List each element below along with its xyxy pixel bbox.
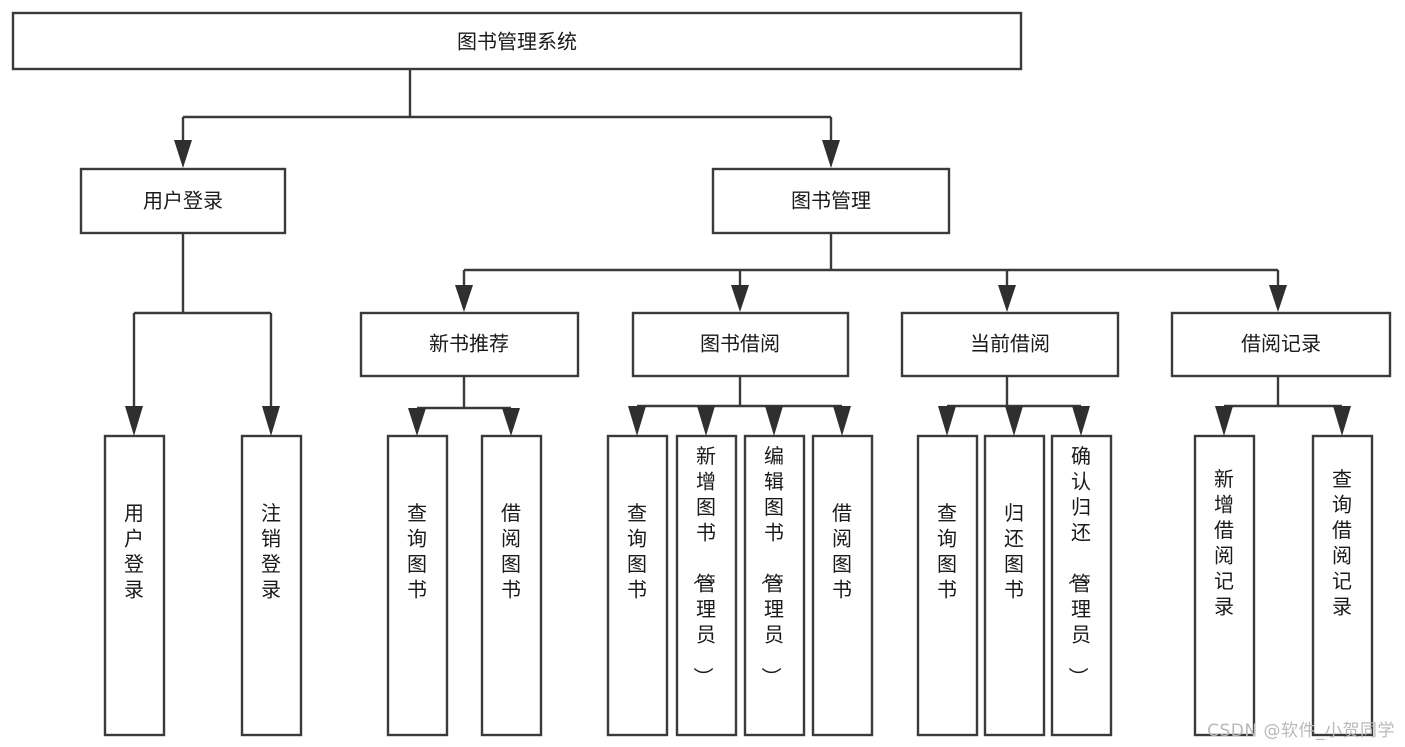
- node-leaf-return-book[interactable]: 归还图书: [983, 434, 1046, 737]
- node-leaf-query-book-2-box[interactable]: [606, 434, 669, 737]
- node-root[interactable]: 图书管理系统: [11, 11, 1023, 71]
- node-leaf-user-login-label: 用户登录: [124, 501, 144, 602]
- node-leaf-add-book[interactable]: 新增图书（管理员）: [675, 434, 738, 737]
- node-leaf-borrow-book-1-label: 借阅图书: [501, 501, 521, 602]
- node-leaf-confirm-return[interactable]: 确认归还（管理员）: [1050, 434, 1113, 737]
- node-book-manage-label: 图书管理: [791, 189, 871, 213]
- node-book-borrow-label: 图书借阅: [700, 332, 780, 356]
- node-user-login[interactable]: 用户登录: [79, 167, 287, 235]
- node-leaf-add-book-label: 新增图书（管理员）: [691, 444, 716, 687]
- node-leaf-add-record-box[interactable]: [1193, 434, 1256, 737]
- node-borrow-record-box[interactable]: [1170, 311, 1392, 378]
- node-leaf-user-login-box[interactable]: [103, 434, 166, 737]
- node-book-manage-box[interactable]: [711, 167, 951, 235]
- arrow-to-leaf-logout: [262, 406, 280, 436]
- node-leaf-edit-book[interactable]: 编辑图书（管理员）: [743, 434, 806, 737]
- node-leaf-edit-book-box[interactable]: [743, 434, 806, 737]
- node-leaf-query-book-1-box[interactable]: [386, 434, 449, 737]
- node-borrow-record[interactable]: 借阅记录: [1170, 311, 1392, 378]
- arrow-to-leaf-add-record: [1215, 406, 1233, 436]
- arrow-to-leaf-user-login: [125, 406, 143, 436]
- connector-layer: [125, 69, 1351, 436]
- node-new-book-rec-box[interactable]: [359, 311, 580, 378]
- arrow-to-book-borrow: [731, 285, 749, 312]
- node-leaf-borrow-book-1[interactable]: 借阅图书: [480, 434, 543, 737]
- arrow-to-leaf-return-book: [1005, 406, 1023, 436]
- node-leaf-query-record[interactable]: 查询借阅记录: [1311, 434, 1374, 737]
- node-leaf-borrow-book-2-label: 借阅图书: [832, 501, 852, 602]
- arrow-to-leaf-confirm-return: [1072, 406, 1090, 436]
- arrow-to-leaf-borrow-book-2: [833, 406, 851, 436]
- node-leaf-logout-label: 注销登录: [261, 501, 281, 602]
- node-leaf-query-book-2[interactable]: 查询图书: [606, 434, 669, 737]
- node-leaf-return-book-box[interactable]: [983, 434, 1046, 737]
- node-leaf-logout[interactable]: 注销登录: [240, 434, 303, 737]
- node-leaf-query-book-1-label: 查询图书: [407, 501, 427, 602]
- node-borrow-record-label: 借阅记录: [1241, 332, 1321, 356]
- node-book-borrow-box[interactable]: [631, 311, 850, 378]
- arrow-to-leaf-edit-book: [765, 406, 783, 436]
- node-leaf-borrow-book-2-box[interactable]: [811, 434, 874, 737]
- node-root-label: 图书管理系统: [457, 30, 577, 54]
- node-leaf-confirm-return-box[interactable]: [1050, 434, 1113, 737]
- arrow-to-leaf-borrow-book-1: [502, 408, 520, 436]
- node-leaf-return-book-label: 归还图书: [1004, 501, 1024, 602]
- node-user-login-label: 用户登录: [143, 189, 223, 213]
- node-leaf-add-book-box[interactable]: [675, 434, 738, 737]
- node-leaf-query-book-3-label: 查询图书: [937, 501, 957, 602]
- node-current-borrow-box[interactable]: [900, 311, 1120, 378]
- node-leaf-borrow-book-2[interactable]: 借阅图书: [811, 434, 874, 737]
- arrow-to-leaf-query-record: [1333, 406, 1351, 436]
- node-leaf-confirm-return-label: 确认归还（管理员）: [1066, 444, 1091, 687]
- arrow-to-leaf-add-book: [697, 406, 715, 436]
- node-leaf-query-book-3-box[interactable]: [916, 434, 979, 737]
- node-root-box[interactable]: [11, 11, 1023, 71]
- arrow-root-to-user-login: [174, 140, 192, 168]
- arrow-to-leaf-query-book-1: [408, 408, 426, 436]
- node-leaf-add-record-label: 新增借阅记录: [1214, 467, 1234, 619]
- arrow-to-leaf-query-book-2: [628, 406, 646, 436]
- arrow-to-leaf-query-book-3: [938, 406, 956, 436]
- node-current-borrow-label: 当前借阅: [970, 332, 1050, 356]
- node-leaf-query-book-2-label: 查询图书: [627, 501, 647, 602]
- arrow-to-new-book-rec: [455, 285, 473, 312]
- arrow-to-borrow-record: [1269, 285, 1287, 312]
- node-leaf-borrow-book-1-box[interactable]: [480, 434, 543, 737]
- node-leaf-query-book-1[interactable]: 查询图书: [386, 434, 449, 737]
- node-leaf-query-book-3[interactable]: 查询图书: [916, 434, 979, 737]
- node-leaf-query-record-label: 查询借阅记录: [1332, 467, 1352, 619]
- node-leaf-logout-box[interactable]: [240, 434, 303, 737]
- node-book-borrow[interactable]: 图书借阅: [631, 311, 850, 378]
- node-current-borrow[interactable]: 当前借阅: [900, 311, 1120, 378]
- node-leaf-edit-book-label: 编辑图书（管理员）: [759, 444, 784, 687]
- node-book-manage[interactable]: 图书管理: [711, 167, 951, 235]
- arrow-root-to-book-manage: [822, 140, 840, 168]
- arrow-to-current-borrow: [998, 285, 1016, 312]
- node-leaf-user-login[interactable]: 用户登录: [103, 434, 166, 737]
- node-leaf-query-record-box[interactable]: [1311, 434, 1374, 737]
- node-leaf-add-record[interactable]: 新增借阅记录: [1193, 434, 1256, 737]
- node-new-book-rec-label: 新书推荐: [429, 332, 509, 356]
- node-user-login-box[interactable]: [79, 167, 287, 235]
- node-new-book-rec[interactable]: 新书推荐: [359, 311, 580, 378]
